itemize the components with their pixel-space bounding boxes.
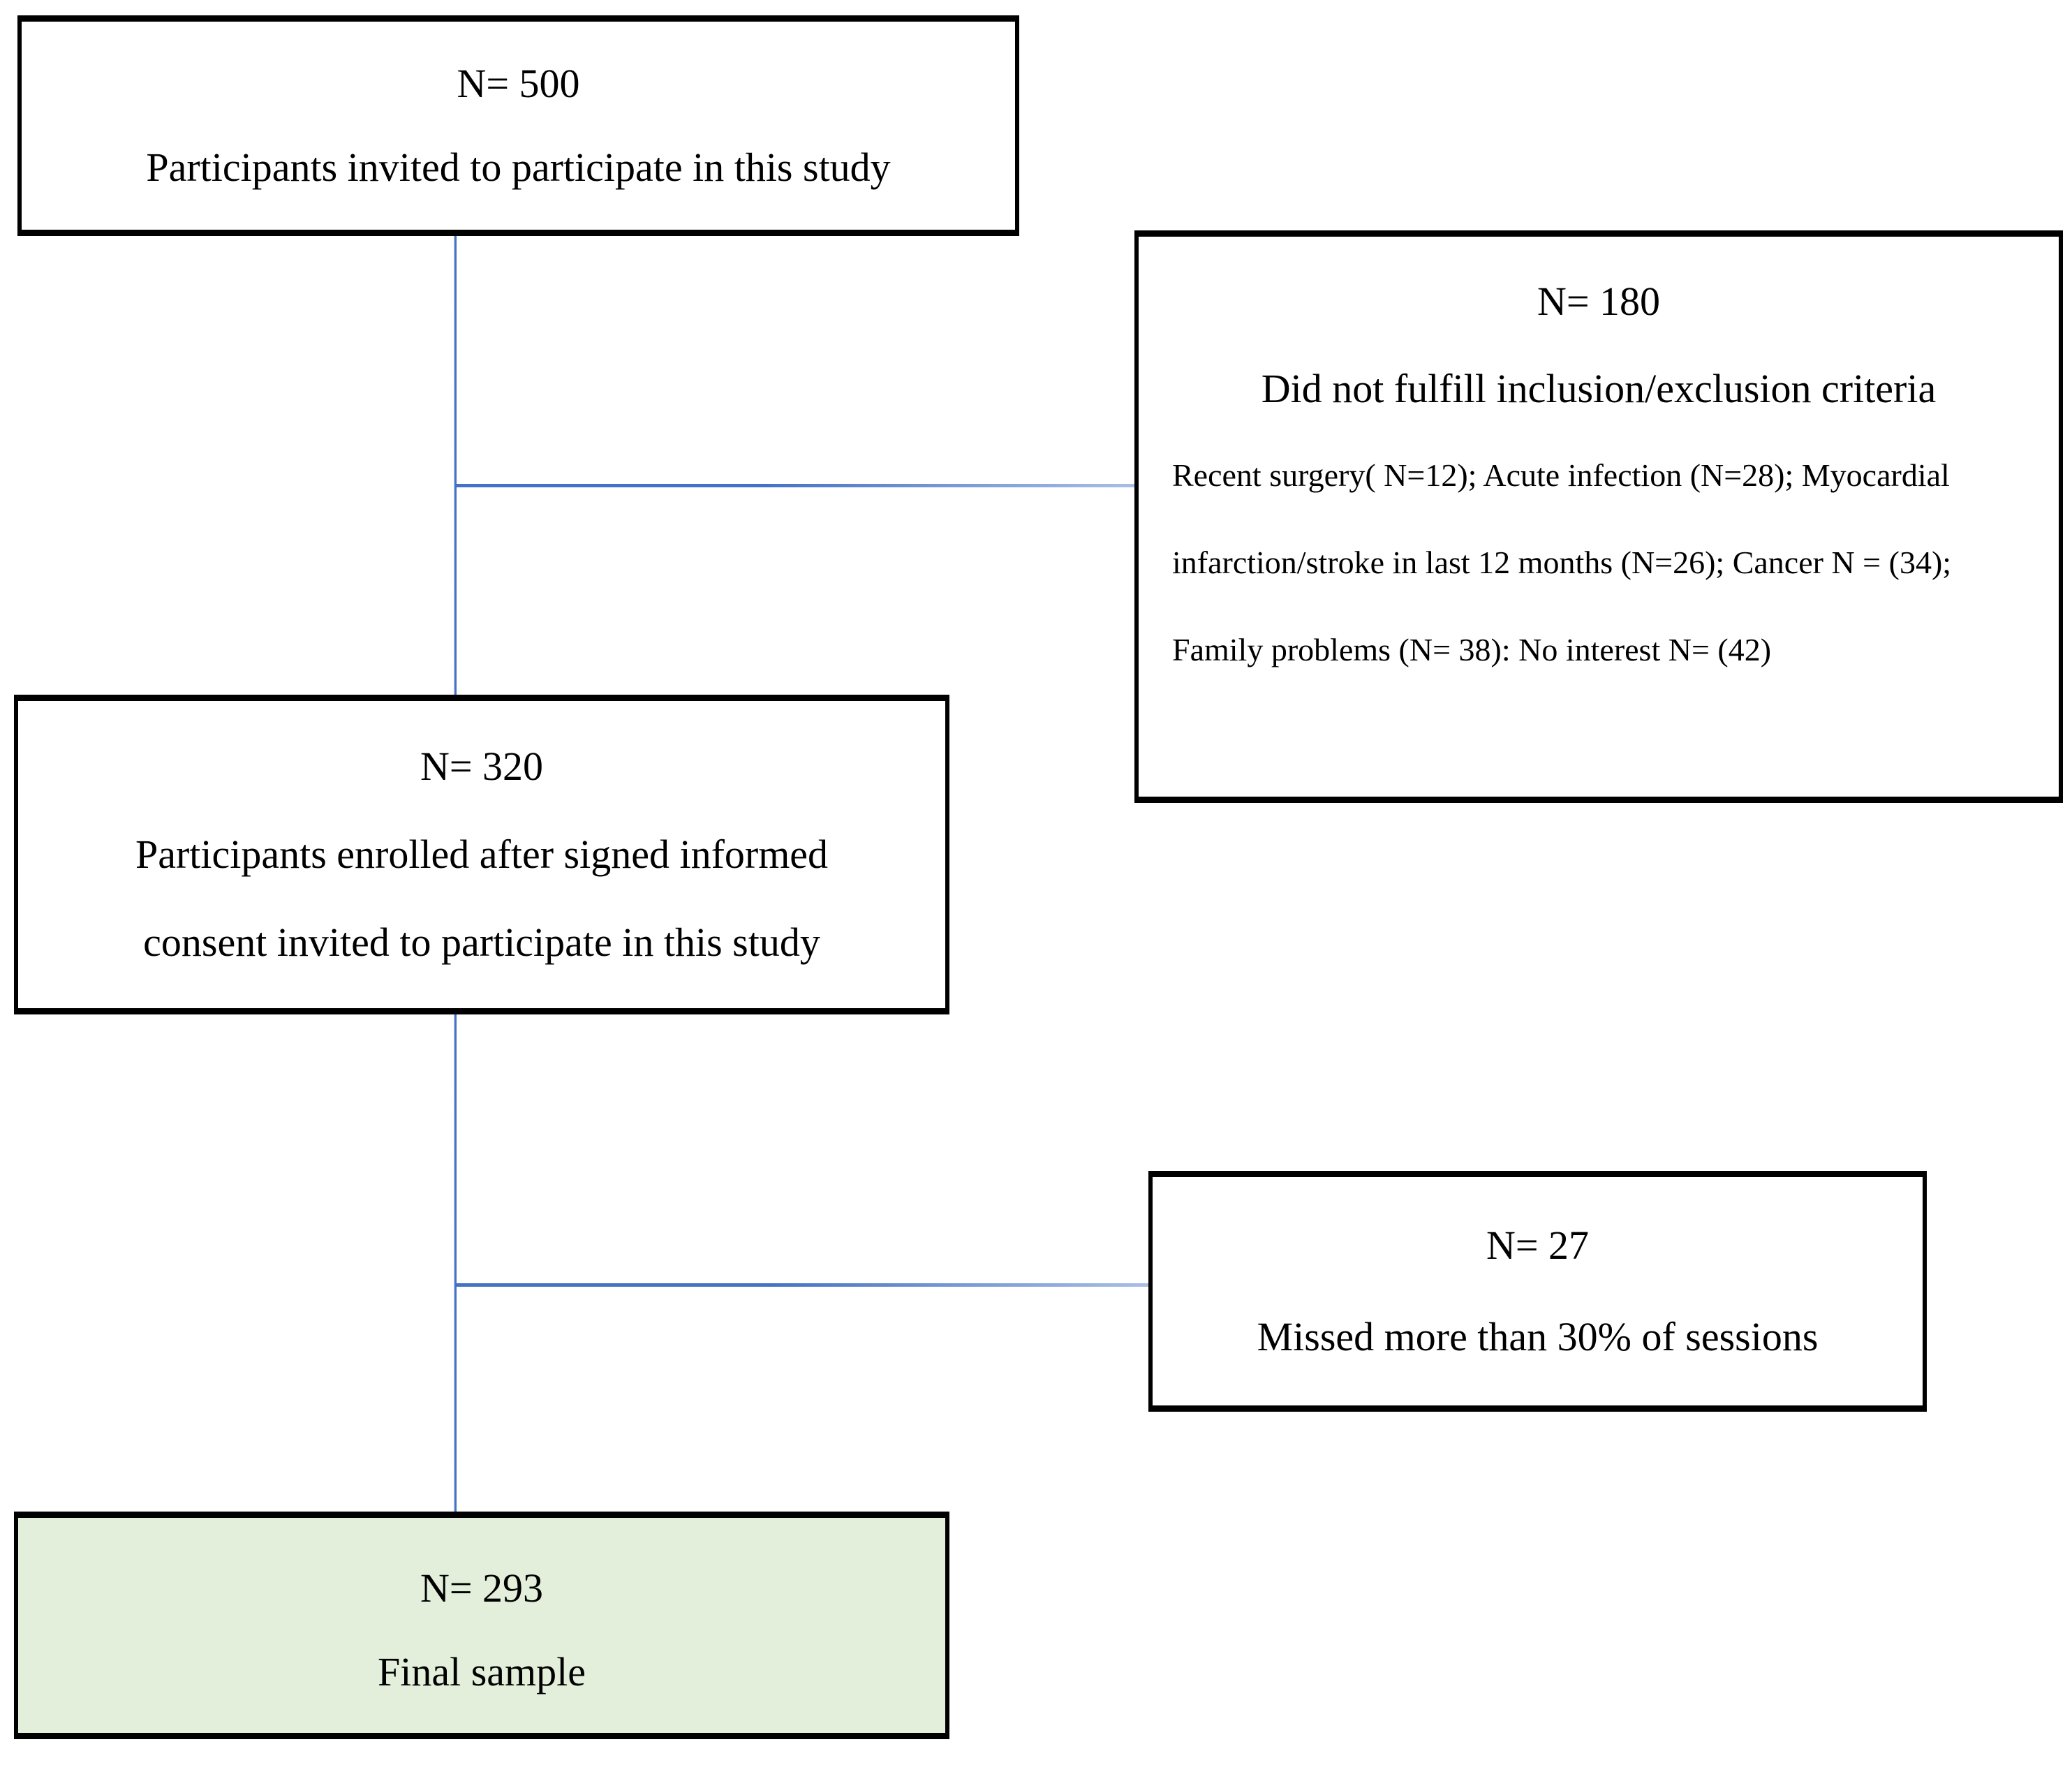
box-excluded-title: Did not fulfill inclusion/exclusion crit… [1261,365,1937,411]
box-enrolled-label-line2: consent invited to participate in this s… [143,920,820,966]
box-missed-n-count: N= 27 [1486,1223,1590,1269]
connector-branch-to-excluded [455,484,1136,487]
box-excluded-detail-line3: Family problems (N= 38): No interest N= … [1172,632,1772,668]
box-final-sample: N= 293 Final sample [14,1512,949,1739]
box-invited-n-count: N= 500 [457,60,580,106]
box-final-label: Final sample [377,1648,586,1694]
box-invited: N= 500 Participants invited to participa… [17,15,1019,236]
box-excluded: N= 180 Did not fulfill inclusion/exclusi… [1134,230,2063,803]
connector-branch-to-missed [455,1283,1150,1287]
box-invited-label: Participants invited to participate in t… [146,145,891,191]
connector-invited-to-enrolled [454,236,457,695]
connector-enrolled-to-final [454,1014,457,1512]
box-excluded-detail-line1: Recent surgery( N=12); Acute infection (… [1172,457,1950,494]
box-enrolled: N= 320 Participants enrolled after signe… [14,695,949,1014]
box-missed: N= 27 Missed more than 30% of sessions [1148,1171,1927,1412]
box-enrolled-n-count: N= 320 [420,744,544,790]
box-excluded-detail-line2: infarction/stroke in last 12 months (N=2… [1172,545,1952,581]
box-excluded-n-count: N= 180 [1537,278,1661,324]
box-enrolled-label-line1: Participants enrolled after signed infor… [135,832,829,878]
box-final-n-count: N= 293 [420,1565,544,1611]
box-missed-label: Missed more than 30% of sessions [1257,1313,1819,1359]
